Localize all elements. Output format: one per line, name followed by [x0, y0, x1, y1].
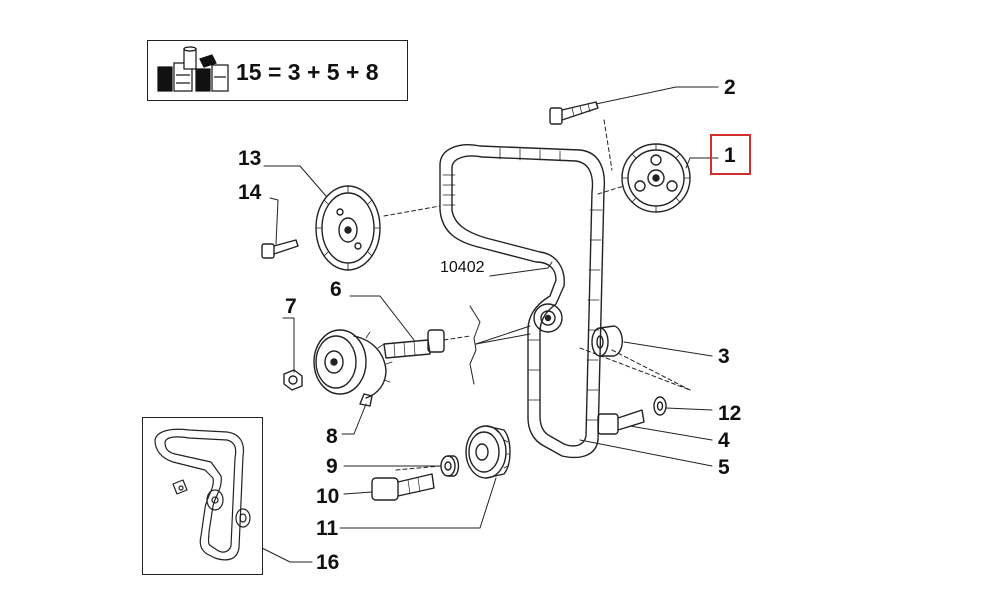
timing-belt	[439, 144, 606, 459]
nut-7	[283, 369, 303, 391]
callout-7: 7	[285, 295, 297, 318]
parts-kit-icon	[157, 46, 229, 92]
idler-roller	[591, 325, 623, 357]
callout-8: 8	[326, 425, 338, 448]
kit-formula: 15 = 3 + 5 + 8	[236, 59, 379, 85]
belt-code-label: 10402	[440, 259, 485, 276]
callout-2: 2	[724, 76, 736, 99]
camshaft-pulley-left	[315, 185, 381, 271]
washer-12	[653, 396, 667, 416]
belt-tensioner	[533, 303, 563, 333]
inset-belt	[154, 428, 245, 561]
pulley-bolt-14	[261, 239, 299, 259]
bolt-4	[597, 409, 645, 435]
camshaft-pulley	[621, 143, 691, 213]
callout-6: 6	[330, 278, 342, 301]
callout-14: 14	[238, 181, 262, 204]
timing-belt-inner	[451, 155, 594, 447]
callout-12: 12	[718, 402, 742, 425]
tensioner-inset-drawing	[154, 428, 251, 561]
callout-3: 3	[718, 345, 730, 368]
callout-16: 16	[316, 551, 340, 574]
bolt-6	[383, 329, 445, 359]
crankshaft-bolt	[371, 473, 435, 501]
callout-1: 1	[724, 144, 736, 167]
leader-lines	[261, 86, 719, 563]
washer-9	[440, 455, 460, 477]
bracket	[469, 305, 481, 385]
highlight-box	[710, 134, 751, 175]
tensioner-pulley	[313, 329, 393, 407]
callout-5: 5	[718, 456, 730, 479]
camshaft-bolt	[549, 101, 599, 125]
belt-teeth	[442, 147, 603, 421]
callout-4: 4	[718, 429, 730, 452]
tensioner-inset	[142, 417, 263, 575]
callout-9: 9	[326, 455, 338, 478]
crankshaft-pulley	[465, 425, 511, 479]
callout-13: 13	[238, 147, 262, 170]
kit-composition-box: 15 = 3 + 5 + 8	[147, 40, 408, 101]
callout-10: 10	[316, 485, 340, 508]
callout-11: 11	[316, 517, 339, 540]
